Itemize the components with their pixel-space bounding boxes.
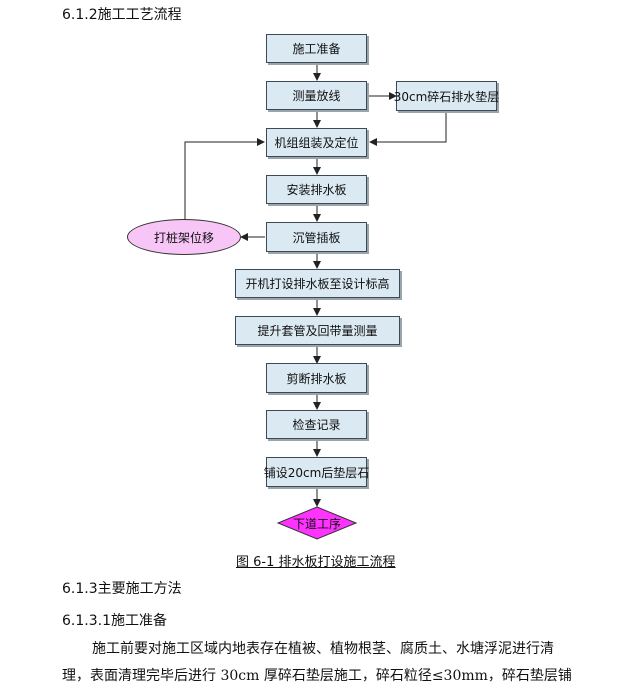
figure-caption: 图 6-1 排水板打设施工流程 bbox=[236, 555, 396, 570]
flow-step-install-board: 安装排水板 bbox=[266, 175, 367, 204]
flow-step-sink-pipe: 沉管插板 bbox=[266, 222, 367, 252]
paragraph-line-1: 施工前要对施工区域内地表存在植被、植物根茎、腐质土、水塘浮泥进行清 bbox=[92, 641, 554, 657]
flow-step-survey: 测量放线 bbox=[266, 81, 367, 110]
flow-oval-rig-shift: 打桩架位移 bbox=[127, 219, 241, 255]
section-heading-6-1-2: 6.1.2施工工艺流程 bbox=[62, 7, 182, 23]
flow-step-assembly: 机组组装及定位 bbox=[266, 128, 367, 157]
section-heading-6-1-3-1: 6.1.3.1施工准备 bbox=[62, 613, 167, 629]
flow-step-inspection: 检查记录 bbox=[266, 410, 367, 439]
flow-step-prep: 施工准备 bbox=[266, 34, 367, 63]
arrow-gravel-to-assembly bbox=[369, 112, 447, 146]
flow-side-gravel-layer: 30cm碎石排水垫层 bbox=[394, 81, 499, 111]
flow-step-drive-to-elevation: 开机打设排水板至设计标高 bbox=[235, 269, 400, 298]
paragraph-line-2: 理，表面清理完毕后进行 30cm 厚碎石垫层施工，碎石粒径≤30mm，碎石垫层铺 bbox=[62, 668, 572, 684]
section-heading-6-1-3: 6.1.3主要施工方法 bbox=[62, 581, 182, 597]
end-diamond-shape bbox=[276, 506, 358, 540]
flow-end-label: 下道工序 bbox=[293, 517, 342, 531]
arrow-oval-to-assembly bbox=[184, 138, 265, 221]
flow-step-lift-casing: 提升套管及回带量测量 bbox=[235, 316, 400, 345]
flow-step-lay-gravel: 铺设20cm后垫层石 bbox=[264, 457, 369, 487]
flow-step-cut-board: 剪断排水板 bbox=[266, 363, 367, 393]
